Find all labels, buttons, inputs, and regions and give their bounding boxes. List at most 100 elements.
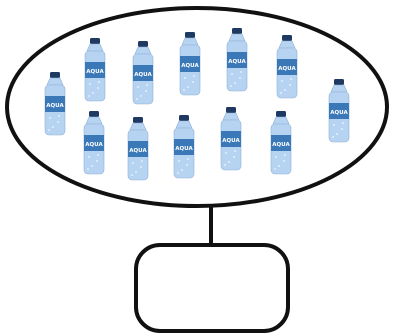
bottle-label: [221, 131, 241, 147]
bottle-label: [45, 96, 65, 112]
bottle-bubble: [49, 117, 51, 119]
bottle-bubble: [278, 165, 280, 167]
bottle-label-text: AQUA: [330, 110, 348, 116]
bottle-neck: [181, 37, 199, 46]
bottle-bubble: [48, 129, 50, 131]
bottle-cap: [226, 107, 236, 113]
bottle-label: [227, 52, 247, 68]
bottle-label: [277, 59, 297, 75]
bottle-group: AQUA AQUA AQUA AQUA AQUA AQUA AQUA AQUA AQUA AQUA…: [44, 28, 350, 181]
answer-box[interactable]: [134, 243, 290, 333]
bottle-neck: [278, 40, 296, 49]
bottle-neck: [272, 116, 290, 125]
bottle-neck: [228, 33, 246, 42]
bottle-neck: [129, 122, 147, 131]
bottle-bubble: [145, 90, 147, 92]
water-bottle: AQUA: [220, 107, 242, 171]
bottle-neck: [134, 46, 152, 55]
bottle-cap: [90, 38, 100, 44]
bottle-cap: [138, 41, 148, 47]
bottle-bubble: [58, 115, 60, 117]
bottle-bubble: [228, 161, 230, 163]
water-bottle: AQUA: [127, 117, 149, 181]
bottle-label-text: AQUA: [222, 138, 240, 144]
bottle-bubble: [230, 85, 232, 87]
bottle-neck: [222, 112, 240, 121]
bottle-bubble: [97, 154, 99, 156]
bottle-bubble: [96, 160, 98, 162]
bottle-cap: [185, 32, 195, 38]
bottle-label: [133, 65, 153, 81]
bottle-cap: [334, 79, 344, 85]
bottle-label: [329, 103, 349, 119]
bottle-bubble: [281, 80, 283, 82]
bottle-bubble: [284, 89, 286, 91]
bottle-cap: [276, 111, 286, 117]
bottle-bubble: [91, 165, 93, 167]
water-bottle: AQUA: [84, 38, 106, 102]
bottle-bubble: [239, 77, 241, 79]
bottle-label-text: AQUA: [46, 103, 64, 109]
bottle-neck: [175, 120, 193, 129]
bottle-label-text: AQUA: [228, 59, 246, 65]
bottle-bubble: [192, 81, 194, 83]
bottle-bubble: [275, 156, 277, 158]
bottle-cap: [89, 111, 99, 117]
bottle-bubble: [89, 83, 91, 85]
bottle-bubble: [52, 126, 54, 128]
bottle-label-text: AQUA: [134, 72, 152, 78]
bottle-bubble: [57, 121, 59, 123]
water-bottle: AQUA: [226, 28, 248, 92]
bottle-bubble: [131, 174, 133, 176]
bottle-bubble: [135, 171, 137, 173]
bottle-bubble: [132, 162, 134, 164]
bottle-bubble: [289, 84, 291, 86]
bottle-label: [85, 62, 105, 78]
bottle-bubble: [231, 73, 233, 75]
bottle-bubble: [183, 89, 185, 91]
bottle-label: [174, 139, 194, 155]
bottle-label-text: AQUA: [181, 63, 199, 69]
bottle-label: [271, 135, 291, 151]
bottle-label-text: AQUA: [272, 142, 290, 148]
bottle-bubble: [88, 95, 90, 97]
bottle-bubble: [146, 84, 148, 86]
bottle-bubble: [224, 164, 226, 166]
bottle-bubble: [184, 77, 186, 79]
bottle-bubble: [342, 122, 344, 124]
bottle-bubble: [87, 168, 89, 170]
bottle-bubble: [97, 87, 99, 89]
bottle-bubble: [290, 78, 292, 80]
bottle-bubble: [187, 158, 189, 160]
bottle-label-text: AQUA: [129, 148, 147, 154]
answer-box-value: [136, 245, 288, 331]
bottle-bubble: [177, 172, 179, 174]
bottle-bubble: [333, 124, 335, 126]
bottle-cap: [133, 117, 143, 123]
bottle-neck: [46, 77, 64, 86]
bottle-bubble: [332, 136, 334, 138]
bottle-bubble: [178, 160, 180, 162]
bottle-bubble: [88, 156, 90, 158]
bottle-label-text: AQUA: [85, 142, 103, 148]
bottle-bubble: [234, 82, 236, 84]
bottle-bubble: [140, 95, 142, 97]
bottle-label: [84, 135, 104, 151]
bottle-neck: [330, 84, 348, 93]
bottle-bubble: [274, 168, 276, 170]
water-bottle: AQUA: [328, 79, 350, 143]
bottle-bubble: [280, 92, 282, 94]
water-bottle: AQUA: [179, 32, 201, 96]
bottle-neck: [85, 116, 103, 125]
water-bottle: AQUA: [132, 41, 154, 105]
bottle-bubble: [141, 160, 143, 162]
bottle-bubble: [283, 160, 285, 162]
water-bottle: AQUA: [83, 111, 105, 175]
bottle-bubble: [137, 86, 139, 88]
bottle-cap: [232, 28, 242, 34]
bottle-bubble: [233, 156, 235, 158]
bottle-label-text: AQUA: [278, 66, 296, 72]
bottle-label-text: AQUA: [175, 146, 193, 152]
water-bottle: AQUA: [276, 35, 298, 99]
bottle-neck: [86, 43, 104, 52]
